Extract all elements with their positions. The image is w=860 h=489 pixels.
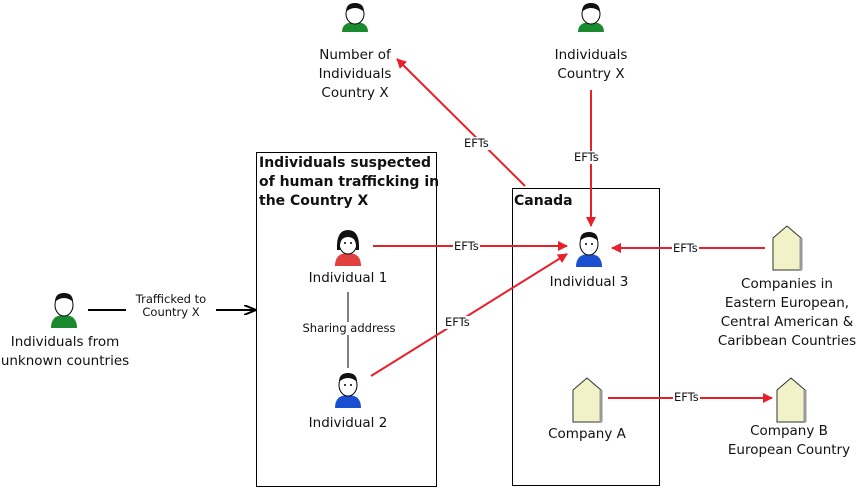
label-individuals-country-x: Individuals Country X [554, 47, 628, 82]
suspects-group-box [256, 152, 437, 487]
person-icon-number-individuals [342, 3, 368, 32]
arrow-efts-to-number-individuals [396, 58, 526, 187]
edge-label-efts-companies: EFTs [672, 241, 699, 255]
person-icon-unknown-individuals [51, 293, 77, 328]
edge-label-efts-individual-1: EFTs [453, 239, 480, 253]
label-individual-2: Individual 2 [308, 415, 388, 431]
canada-group-box [512, 188, 660, 486]
person-icon-individual-1 [335, 230, 361, 266]
person-icon-individual-3 [576, 232, 602, 267]
label-number-individuals: Number of Individuals Country X [318, 47, 392, 101]
company-icon-b [776, 377, 807, 423]
edge-label-efts-company-a-b: EFTs [673, 390, 700, 404]
label-companies-eastern: Companies in Eastern European, Central A… [717, 276, 857, 349]
company-icon-eastern [772, 225, 803, 271]
suspects-group-title: Individuals suspected of human trafficki… [259, 155, 440, 209]
label-individual-3: Individual 3 [549, 274, 629, 290]
label-individual-1: Individual 1 [308, 270, 388, 286]
person-icon-individuals-country-x [578, 3, 604, 32]
canada-group-title: Canada [514, 193, 573, 209]
label-company-a: Company A [548, 426, 626, 442]
person-icon-individual-2 [335, 373, 361, 408]
edge-label-efts-country-x: EFTs [573, 150, 600, 164]
company-icon-a [572, 377, 603, 423]
arrow-efts-individual-2-to-3 [370, 253, 568, 377]
edge-label-sharing-address: Sharing address [301, 321, 397, 335]
label-unknown-individuals: Individuals from unknown countries [0, 334, 130, 369]
edge-label-efts-number: EFTs [463, 136, 490, 150]
edge-label-trafficked: Trafficked to Country X [126, 293, 216, 319]
edge-label-efts-individual-2: EFTs [444, 315, 471, 329]
label-company-b: Company B European Country [727, 423, 851, 458]
